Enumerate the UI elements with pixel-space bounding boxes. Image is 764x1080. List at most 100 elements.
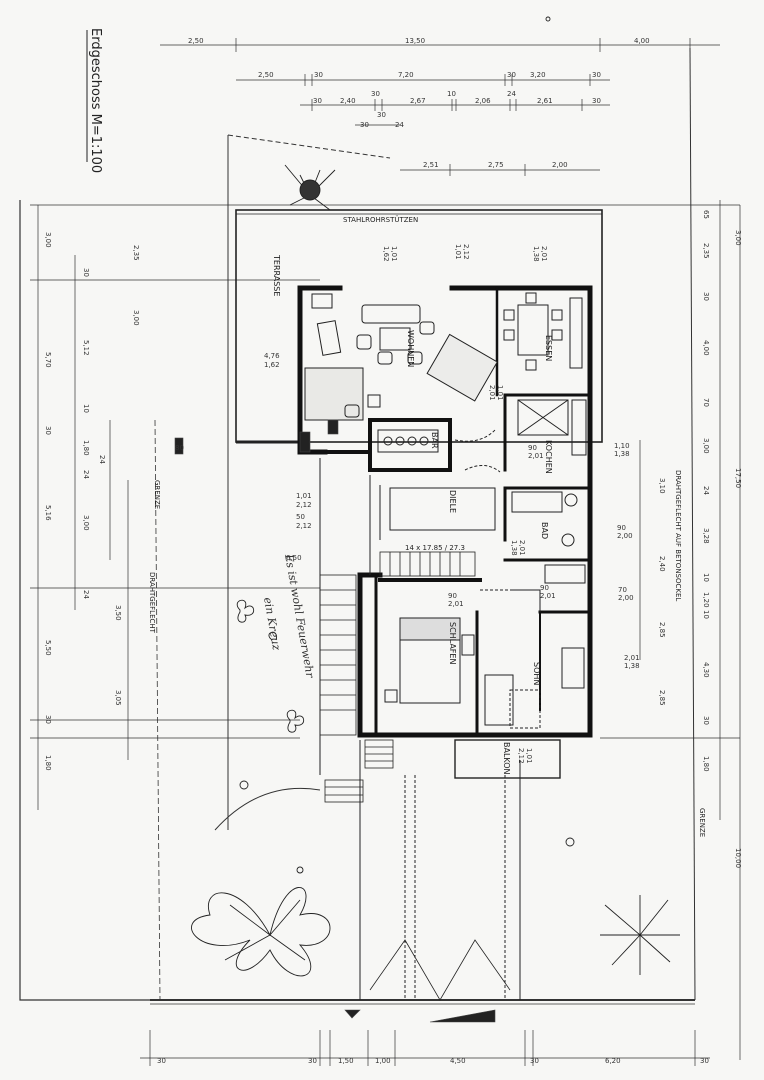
dimension-lines-bottom	[140, 1030, 710, 1066]
dim-label: 2,40	[340, 97, 356, 105]
dim-label: 24	[507, 90, 516, 98]
dim-label: 90	[528, 444, 537, 452]
dim-label: 2,00	[617, 532, 633, 540]
side-table	[311, 293, 333, 309]
dim-label: 2,01	[540, 246, 548, 262]
dim-label: 30	[592, 97, 601, 105]
room-label-sohn: SOHN	[532, 662, 541, 685]
room-label-schlafen: SCHLAFEN	[448, 622, 457, 664]
dim-label: 6,50	[286, 554, 302, 562]
wall-south-west	[357, 572, 458, 738]
note-stahlrohrstuetzen: STAHLROHRSTÜTZEN	[343, 215, 418, 224]
dim-label: 1,50	[338, 1057, 354, 1065]
boundary-right	[689, 47, 696, 1001]
dim-label: 30	[314, 71, 323, 79]
dim-label: 1,38	[624, 662, 640, 670]
dim-label: 4,76	[264, 352, 280, 360]
room-label-diele: DIELE	[448, 490, 457, 513]
room-label-terrasse: TERRASSE	[272, 254, 281, 296]
living-rug	[304, 367, 364, 421]
dim-label: 1,80	[82, 440, 90, 456]
dimension-lines-left	[30, 204, 740, 810]
dim-label: 30	[313, 97, 322, 105]
bathtub	[511, 491, 563, 513]
bar-counter	[377, 429, 439, 453]
dim-label: 90	[540, 584, 549, 592]
dim-label: 1,01	[496, 385, 504, 401]
hatching	[174, 419, 496, 1023]
dim-label: 30	[702, 292, 710, 301]
balcony-outline	[454, 739, 561, 779]
dim-label: 30	[157, 1057, 166, 1065]
dim-label: 10	[702, 610, 710, 619]
dim-label: 7,20	[398, 71, 414, 79]
dim-label: 3,10	[658, 478, 666, 494]
dim-label: 3,05	[114, 690, 122, 706]
dim-label: 24	[82, 590, 90, 599]
dim-label: 30	[360, 121, 369, 129]
dim-label: 2,35	[702, 243, 710, 259]
staircase	[319, 551, 476, 803]
dim-label: 1,01	[525, 748, 533, 764]
note-stair-spec: 14 x 17.85 / 27.3	[405, 544, 465, 552]
dim-label: 2,06	[475, 97, 491, 105]
dim-label: 24	[395, 121, 404, 129]
dim-label: 70	[618, 586, 627, 594]
dim-label: 30	[592, 71, 601, 79]
room-labels: WOHNEN ESSEN TERRASSE KOCHEN BAR DIELE B…	[272, 254, 553, 775]
dim-label: 2,85	[658, 622, 666, 638]
dimension-labels-bottom: 30 30 1,50 1,00 4,50 30 6,20 30	[157, 1057, 709, 1065]
dim-label: 1,10	[614, 442, 630, 450]
dim-label: 2,67	[410, 97, 426, 105]
furniture	[304, 292, 587, 729]
dim-label: 2,50	[188, 37, 204, 45]
dim-label: 10,00	[734, 848, 742, 868]
room-label-bad: BAD	[540, 522, 549, 539]
single-bed	[561, 647, 585, 689]
note-grenze-left: GRENZE	[153, 480, 161, 509]
dim-label: 3,20	[530, 71, 546, 79]
dim-label: 2,51	[423, 161, 439, 169]
dim-label: 2,50	[258, 71, 274, 79]
dim-label: 5,50	[44, 640, 52, 656]
coffee-table	[379, 327, 411, 351]
dim-label: 1,01	[296, 492, 312, 500]
dim-label: 30	[82, 268, 90, 277]
dim-label: 80	[175, 444, 184, 452]
room-label-balkon: BALKON	[502, 742, 511, 775]
terrace-outline	[235, 209, 603, 443]
dim-label: 13,50	[405, 37, 425, 45]
dim-label: 10	[702, 573, 710, 582]
flowers-left	[236, 599, 305, 733]
property-boundary	[19, 47, 696, 1005]
dim-label: 5,16	[44, 505, 52, 521]
dim-label: 2,00	[618, 594, 634, 602]
dim-label: 5,70	[44, 352, 52, 368]
dim-label: 2,35	[132, 245, 140, 261]
dim-label: 2,12	[462, 244, 470, 260]
dim-label: 10	[447, 90, 456, 98]
room-label-essen: ESSEN	[544, 335, 553, 361]
large-shrub	[191, 887, 331, 977]
dim-label: 30	[702, 716, 710, 725]
dim-label: 90	[448, 592, 457, 600]
dim-label: 24	[98, 455, 106, 464]
tree-right	[600, 895, 680, 975]
wall-east	[449, 285, 593, 738]
dim-label: 30	[371, 90, 380, 98]
terrace	[235, 209, 603, 444]
dim-label: 30	[44, 715, 52, 724]
note-drahtgeflecht-right: DRAHTGEFLECHT AUF BETONSOCKEL	[674, 470, 682, 601]
dim-label: 1,80	[702, 756, 710, 772]
dim-label: 30	[507, 71, 516, 79]
dim-label: 4,00	[702, 340, 710, 356]
boundary-left	[19, 200, 150, 1001]
dim-label: 3,00	[702, 438, 710, 454]
dim-label: 65	[702, 210, 710, 219]
dimension-labels-left: 3,00 5,70 30 5,16 5,50 30 1,80 2,35 30 3…	[44, 232, 140, 771]
dim-label: 17,50	[734, 468, 742, 488]
dimension-lines-top	[160, 38, 720, 176]
dim-label: 70	[702, 398, 710, 407]
boundary-grenze-left	[154, 419, 161, 1001]
dim-label: 2,01	[540, 592, 556, 600]
